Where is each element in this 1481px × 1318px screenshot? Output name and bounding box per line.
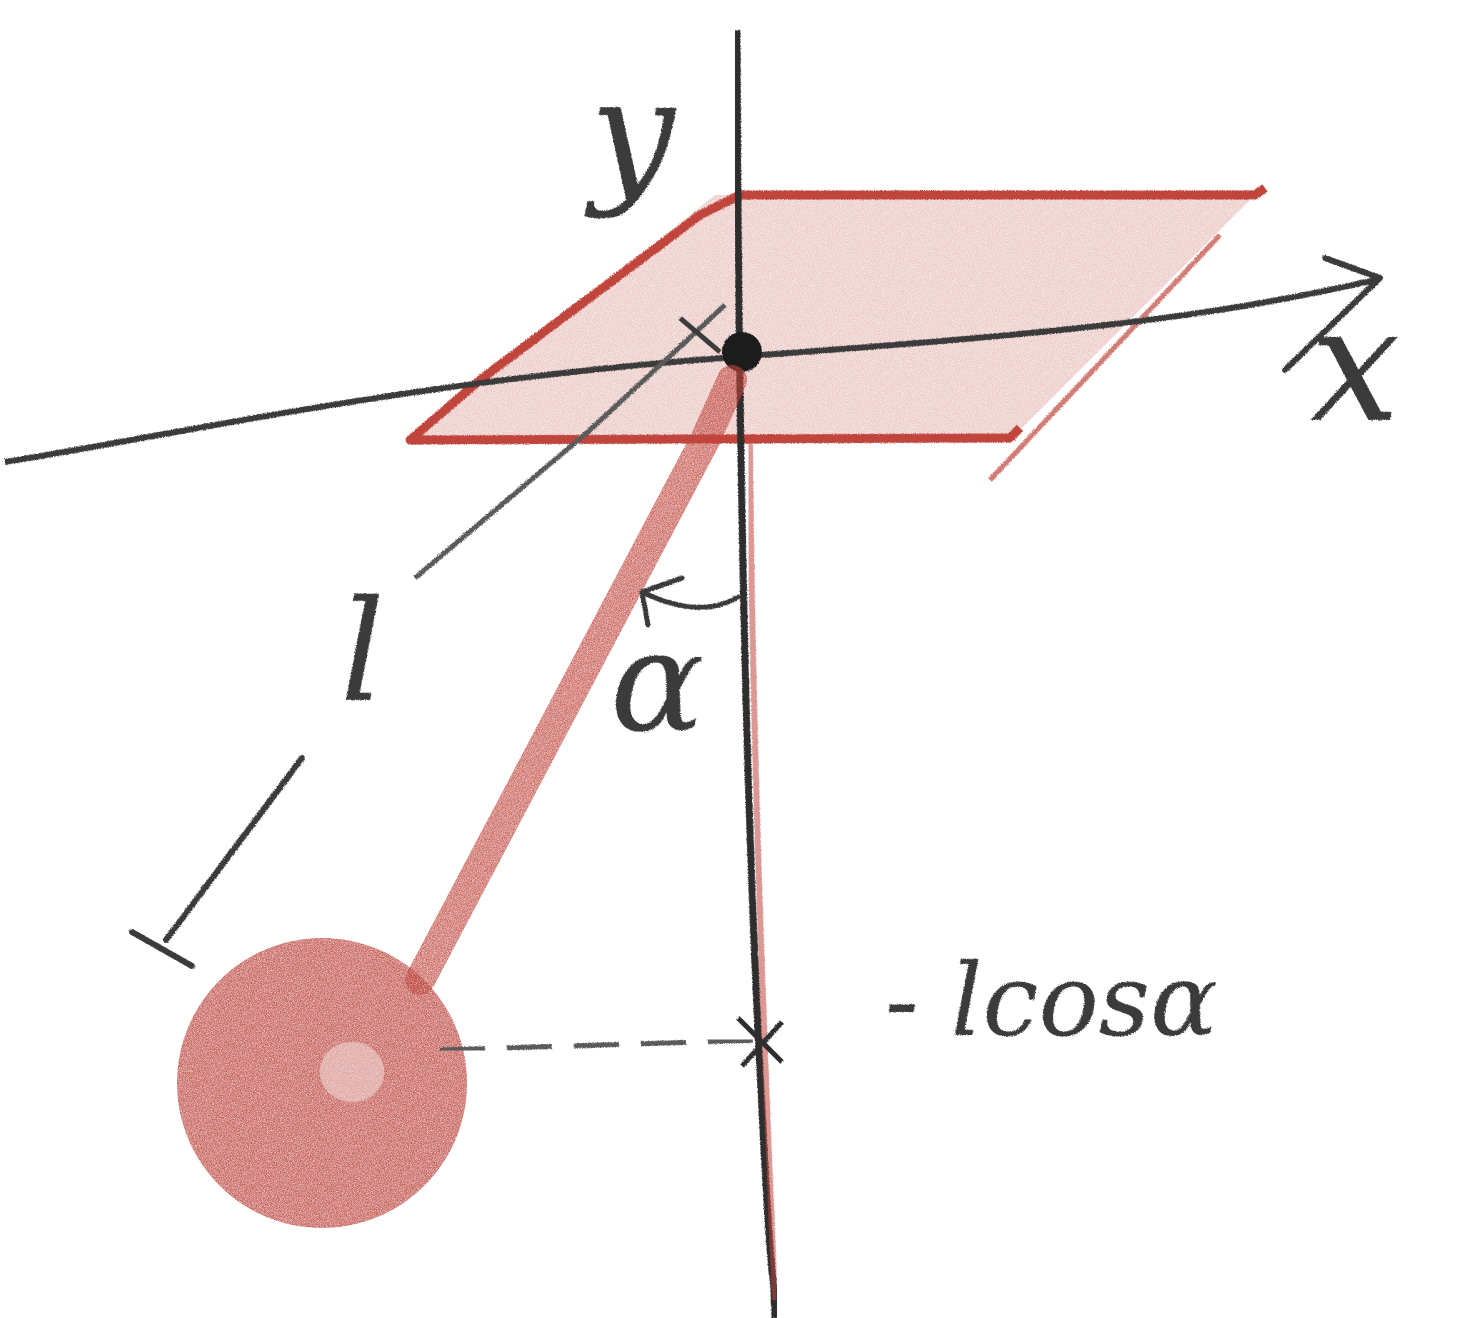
angle-arc xyxy=(639,575,741,628)
pivot-point xyxy=(722,332,762,372)
angle-label: α xyxy=(610,601,705,764)
height-projection-line xyxy=(439,1037,761,1053)
pendulum-rod xyxy=(405,365,747,995)
depth-axis-tick xyxy=(678,316,722,354)
height-tick-mark xyxy=(736,1016,784,1068)
y-axis-label: y xyxy=(584,47,677,221)
y-axis-red-shade xyxy=(747,439,778,1301)
support-plane xyxy=(405,184,1268,482)
length-dimension-line xyxy=(129,755,305,969)
pendulum-bob xyxy=(177,938,467,1228)
height-label: - lcosα xyxy=(885,942,1218,1059)
depth-axis xyxy=(413,303,727,580)
x-axis-arrowhead xyxy=(1282,255,1383,373)
length-label: l xyxy=(340,571,385,734)
x-axis-label: x xyxy=(1310,271,1400,458)
